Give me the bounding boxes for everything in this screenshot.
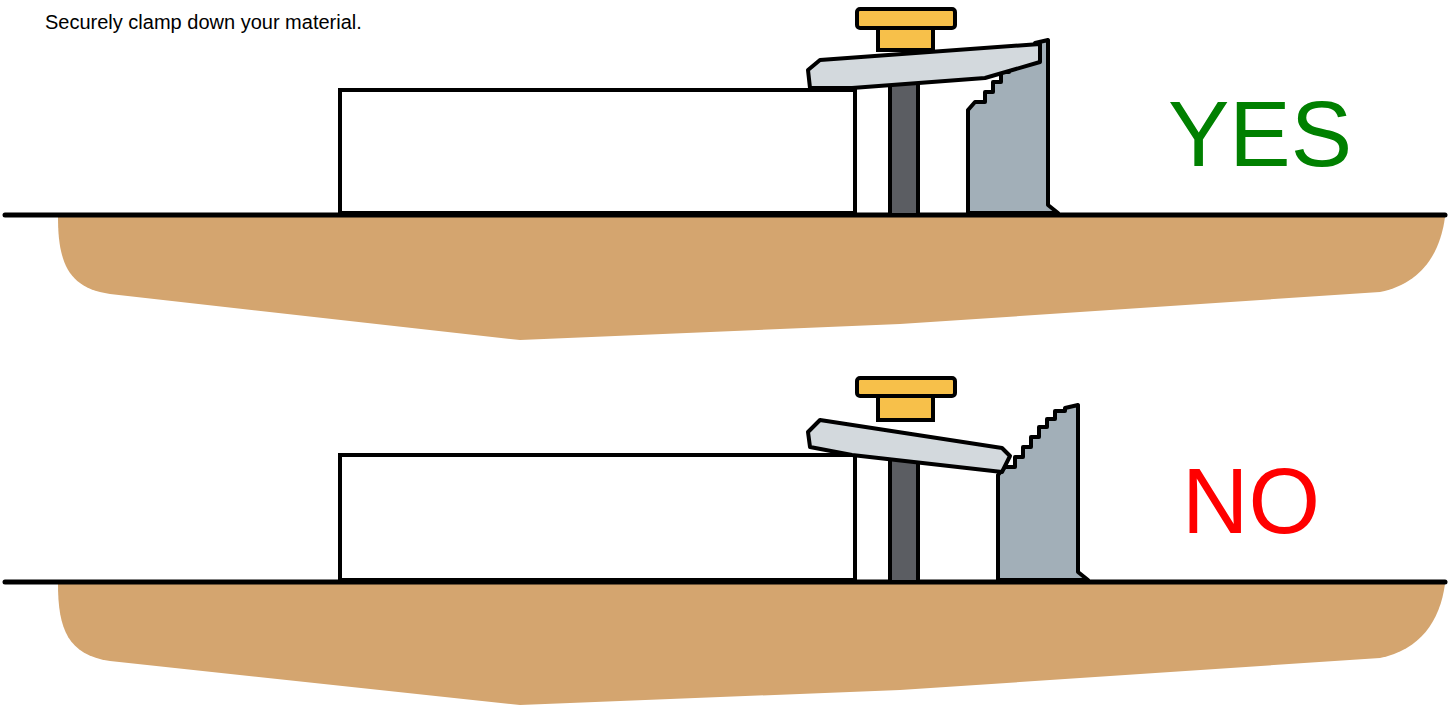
material-block — [340, 455, 855, 580]
correct-label: YES — [1168, 88, 1352, 180]
clamp-arm — [808, 420, 1010, 472]
clamp-screw — [890, 78, 918, 215]
wrong-clamp-panel — [5, 378, 1445, 705]
correct-clamp-panel — [5, 9, 1445, 340]
wood-table — [58, 217, 1445, 340]
clamp-jaw — [998, 405, 1088, 580]
wood-table — [58, 584, 1445, 705]
clamp-knob — [857, 9, 955, 28]
material-block — [340, 90, 855, 213]
clamp-knob — [857, 378, 955, 396]
wrong-label: NO — [1182, 455, 1320, 547]
instruction-note: Securely clamp down your material. — [45, 12, 362, 32]
